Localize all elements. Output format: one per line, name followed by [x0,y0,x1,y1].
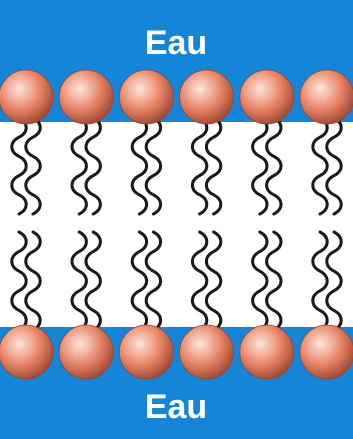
bottom-lipid-head-2 [59,325,113,379]
top-lipid-head-6 [300,70,353,124]
top-lipid-head-5 [240,70,294,124]
water-top-label: Eau [145,24,207,62]
top-lipid-head-1 [0,70,53,124]
water-bottom-label: Eau [145,388,207,426]
bottom-lipid-head-3 [119,325,173,379]
bottom-lipid-head-1 [0,325,53,379]
top-lipid-head-4 [180,70,234,124]
top-lipid-head-2 [59,70,113,124]
bottom-lipid-head-6 [300,325,353,379]
top-lipid-head-3 [119,70,173,124]
bottom-lipid-head-4 [180,325,234,379]
bottom-lipid-head-5 [240,325,294,379]
membrane-core-region [0,122,353,327]
